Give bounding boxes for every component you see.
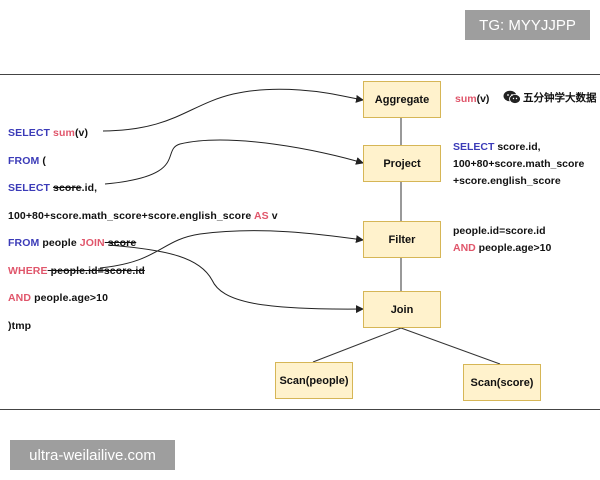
sql-line: FROM people JOIN score — [8, 237, 136, 249]
note-project-token: +score.english_score — [453, 175, 561, 187]
sql-token: AND — [8, 292, 32, 304]
note-aggregate: sum(v) — [455, 91, 489, 108]
watermark-bottom: ultra-weilailive.com — [10, 440, 175, 470]
sql-token: FROM — [8, 237, 40, 249]
note-filter-line: people.id=score.id — [453, 223, 551, 240]
note-filter-line: AND people.age>10 — [453, 240, 551, 257]
sql-token: people.id=score.id — [47, 265, 145, 277]
node-scan-score: Scan(score) — [463, 364, 541, 401]
sql-token: people — [39, 237, 80, 249]
sql-token: AS — [253, 210, 269, 222]
sql-token: SELECT — [8, 182, 54, 194]
sql-token: score — [104, 237, 137, 249]
sql-token: WHERE — [8, 265, 48, 277]
note-project-token: 100+80+score.math_score — [453, 158, 585, 170]
sql-token: SELECT — [8, 127, 54, 139]
sql-token: people.age>10 — [31, 292, 109, 304]
sql-line: WHERE people.id=score.id — [8, 265, 145, 277]
sql-line: SELECT sum(v) — [8, 127, 88, 139]
wechat-icon — [503, 90, 521, 104]
node-aggregate: Aggregate — [363, 81, 441, 118]
note-project-line: SELECT score.id, — [453, 139, 584, 156]
sql-line: )tmp — [8, 320, 31, 332]
sql-token: .id, — [81, 182, 98, 194]
note-project: SELECT score.id, 100+80+score.math_score +… — [453, 139, 584, 190]
brand-label: 五分钟学大数据 — [503, 90, 597, 105]
sql-token: FROM — [8, 155, 40, 167]
note-project-line: +score.english_score — [453, 173, 584, 190]
node-filter: Filter — [363, 221, 441, 258]
note-project-token: SELECT — [453, 141, 495, 153]
sql-line: FROM ( — [8, 155, 46, 167]
sql-token: v — [268, 210, 278, 222]
sql-token: sum — [53, 127, 75, 139]
node-join: Join — [363, 291, 441, 328]
sql-token: ( — [39, 155, 46, 167]
sql-token: JOIN — [79, 237, 105, 249]
note-filter-token: people.age>10 — [475, 242, 552, 254]
note-aggregate-token: (v) — [476, 93, 490, 105]
sql-token: (v) — [74, 127, 89, 139]
node-project: Project — [363, 145, 441, 182]
sql-token: )tmp — [8, 320, 32, 332]
note-project-token: score.id, — [494, 141, 541, 153]
note-filter-token: people.id=score.id — [453, 225, 546, 237]
sql-token: score — [53, 182, 82, 194]
note-aggregate-token: sum — [455, 93, 477, 105]
sql-token: 100+80+score.math_score+score.english_sc… — [8, 210, 254, 222]
diagram-panel — [0, 74, 600, 410]
note-aggregate-line: sum(v) — [455, 91, 489, 108]
note-project-line: 100+80+score.math_score — [453, 156, 584, 173]
note-filter-token: AND — [453, 242, 476, 254]
sql-line: AND people.age>10 — [8, 292, 108, 304]
brand-text: 五分钟学大数据 — [523, 92, 597, 104]
watermark-top: TG: MYYJJPP — [465, 10, 590, 40]
node-scan-people: Scan(people) — [275, 362, 353, 399]
sql-line: 100+80+score.math_score+score.english_sc… — [8, 210, 278, 222]
sql-line: SELECT score.id, — [8, 182, 97, 194]
